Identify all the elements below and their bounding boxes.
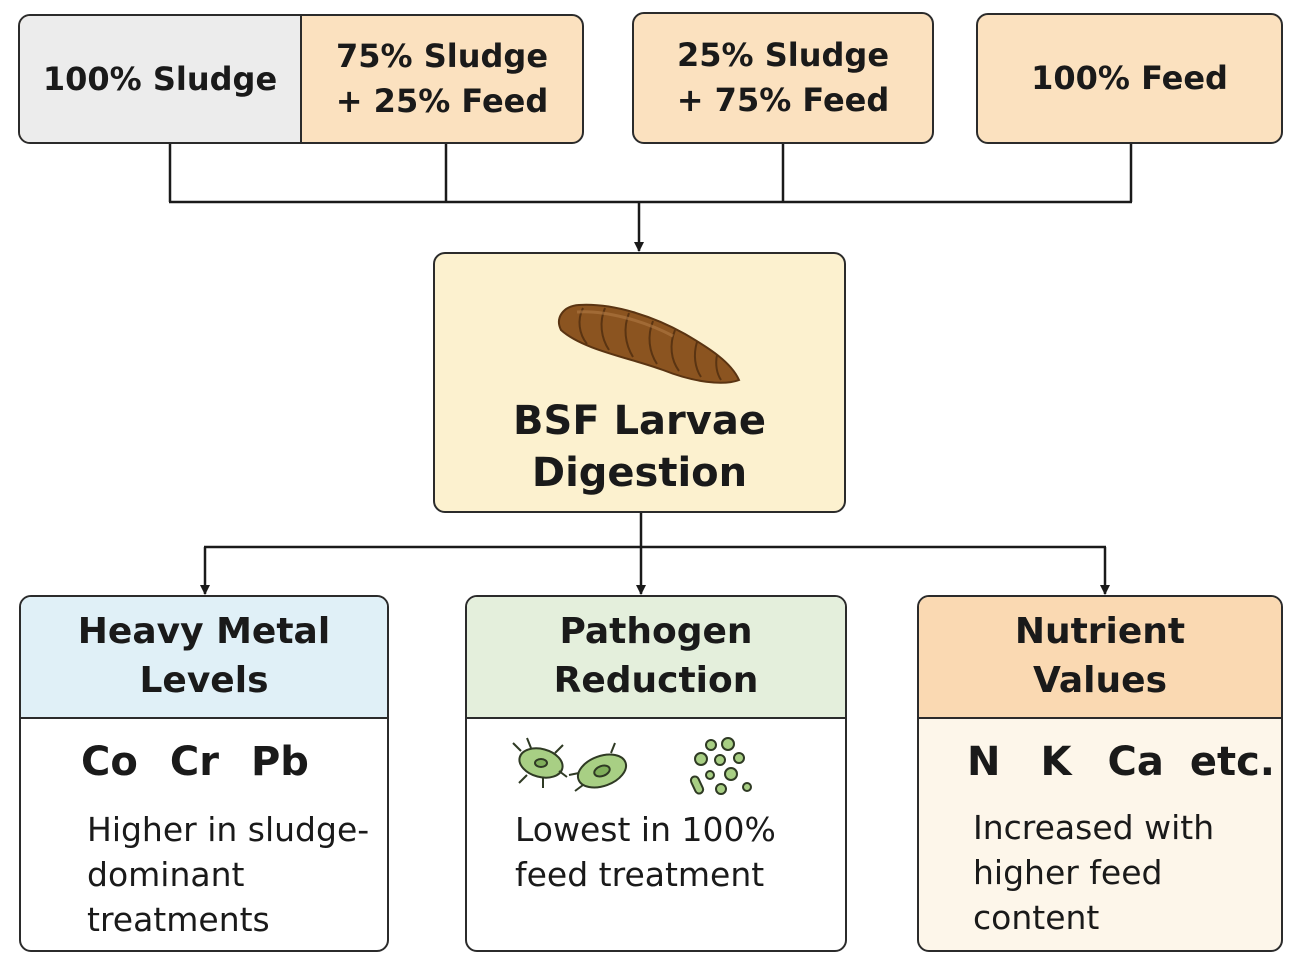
pathogen-desc-line2: feed treatment — [515, 855, 765, 894]
symbol-k: K — [1040, 739, 1072, 785]
pathogen-desc-line1: Lowest in 100% — [515, 810, 776, 849]
nutrient-desc-line2: higher feed — [973, 853, 1163, 892]
symbol-etc: etc. — [1189, 739, 1275, 785]
nutrient-title-line1: Nutrient — [1014, 611, 1186, 653]
input-25-sludge-line2: + 75% Feed — [676, 81, 890, 119]
symbol-pb: Pb — [250, 739, 309, 785]
heavy-metal-title-line2: Levels — [139, 660, 269, 701]
symbol-cr: Cr — [169, 739, 219, 785]
pathogen-title-line2: Reduction — [553, 660, 759, 701]
input-100-sludge: 100% Sludge — [20, 16, 302, 142]
heavy-metal-description: Higher in sludge- dominant treatments — [87, 807, 369, 942]
input-25-sludge: 25% Sludge + 75% Feed — [632, 12, 934, 144]
heavy-metal-desc-line3: treatments — [87, 900, 270, 939]
process-box: BSF Larvae Digestion — [433, 252, 846, 513]
process-title-line2: Digestion — [531, 450, 748, 496]
heavy-metal-symbols: Co Cr Pb — [81, 739, 309, 785]
nutrient-description: Increased with higher feed content — [973, 805, 1214, 940]
input-75-sludge: 75% Sludge + 25% Feed — [302, 16, 582, 142]
nutrient-header: Nutrient Values — [919, 597, 1281, 719]
microbes-icon — [512, 737, 752, 795]
input-25-sludge-line1: 25% Sludge — [676, 36, 890, 75]
pathogen-title-line1: Pathogen — [559, 611, 753, 653]
process-title: BSF Larvae Digestion — [435, 392, 844, 502]
pathogen-header: Pathogen Reduction — [467, 597, 845, 719]
heavy-metal-header: Heavy Metal Levels — [21, 597, 387, 719]
process-title-line1: BSF Larvae — [513, 398, 766, 444]
heavy-metal-desc-line1: Higher in sludge- — [87, 810, 370, 849]
nutrient-desc-line3: content — [973, 898, 1100, 937]
heavy-metal-card: Heavy Metal Levels Co Cr Pb Higher in slud… — [19, 595, 389, 952]
nutrient-title-line2: Values — [1033, 660, 1167, 701]
heavy-metal-desc-line2: dominant — [87, 855, 245, 894]
input-100-feed-label: 100% Feed — [1031, 59, 1228, 98]
symbol-co: Co — [81, 739, 138, 785]
input-100-sludge-label: 100% Sludge — [42, 59, 278, 98]
pathogen-card: Pathogen Reduction Lowest in 100% feed t… — [465, 595, 847, 952]
symbol-ca: Ca — [1107, 739, 1164, 785]
input-group-sludge: 100% Sludge 75% Sludge + 25% Feed — [18, 14, 584, 144]
input-75-sludge-line2: + 25% Feed — [335, 82, 549, 120]
nutrient-desc-line1: Increased with — [973, 808, 1215, 847]
heavy-metal-title-line1: Heavy Metal — [77, 611, 331, 653]
input-75-sludge-line1: 75% Sludge — [335, 37, 549, 76]
input-100-feed: 100% Feed — [976, 13, 1283, 144]
pathogen-description: Lowest in 100% feed treatment — [515, 807, 776, 897]
larva-icon — [558, 303, 741, 384]
symbol-n: N — [967, 739, 1001, 785]
